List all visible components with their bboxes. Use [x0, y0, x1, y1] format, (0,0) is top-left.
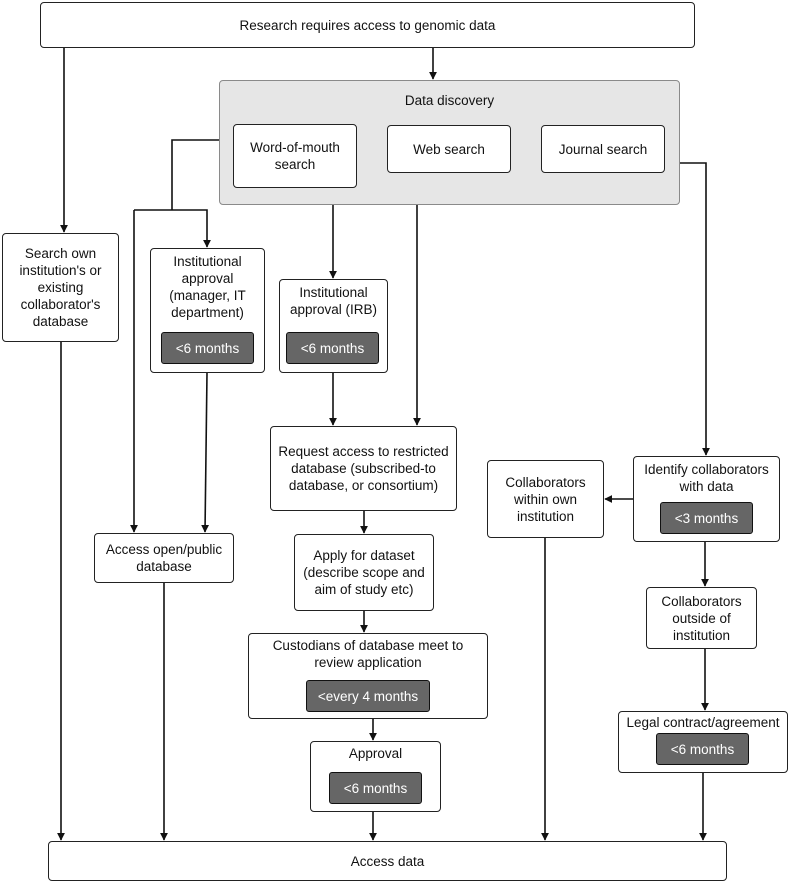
arrow-discovery-branch-left: [171, 139, 219, 210]
web-search-label: Web search: [413, 141, 485, 157]
web-search-node: Web search: [387, 125, 511, 173]
collaborators-outside-institution-node: Collaborators outside of institution: [646, 587, 757, 649]
custodians-review-node: Custodians of database meet to review ap…: [248, 633, 488, 719]
collaborators-outside-institution-label: Collaborators outside of institution: [661, 593, 742, 643]
arrow-inst-it-to-public: [201, 372, 210, 533]
institutional-approval-it-label: Institutional approval (manager, IT depa…: [169, 254, 246, 320]
approval-label: Approval: [348, 746, 403, 761]
access-data-label: Access data: [350, 853, 425, 869]
word-of-mouth-search-label: Word-of-mouth search: [250, 140, 340, 172]
search-own-database-label: Search own institution's or existing col…: [19, 246, 102, 329]
identify-collaborators-duration-badge: <3 months: [660, 502, 753, 534]
access-public-database-label: Access open/public database: [105, 542, 223, 574]
identify-collaborators-label: Identify collaborators with data: [644, 462, 769, 494]
research-needs-data-node: Research requires access to genomic data: [40, 2, 695, 48]
institutional-approval-irb-label: Institutional approval (IRB): [289, 285, 378, 317]
request-restricted-access-label: Request access to restricted database (s…: [278, 444, 449, 493]
request-restricted-access-node: Request access to restricted database (s…: [270, 426, 457, 511]
apply-for-dataset-label: Apply for dataset (describe scope and ai…: [303, 548, 425, 597]
data-discovery-title: Data discovery: [404, 93, 495, 108]
legal-contract-node: Legal contract/agreement: [618, 711, 788, 773]
access-data-node: Access data: [48, 841, 727, 881]
collaborators-within-institution-label: Collaborators within own institution: [505, 474, 586, 524]
apply-for-dataset-node: Apply for dataset (describe scope and ai…: [294, 534, 434, 611]
word-of-mouth-search-node: Word-of-mouth search: [233, 124, 357, 188]
access-public-database-node: Access open/public database: [94, 533, 234, 583]
collaborators-within-institution-node: Collaborators within own institution: [487, 460, 604, 538]
legal-contract-label: Legal contract/agreement: [626, 715, 780, 730]
search-own-database-node: Search own institution's or existing col…: [2, 233, 119, 342]
institutional-approval-irb-duration-badge: <6 months: [286, 332, 379, 364]
arrow-to-inst-approval-it: [134, 209, 211, 248]
legal-contract-duration-badge: <6 months: [656, 733, 749, 765]
journal-search-node: Journal search: [541, 125, 665, 173]
arrow-discovery-to-identify: [679, 162, 710, 456]
custodians-review-label: Custodians of database meet to review ap…: [272, 638, 464, 670]
research-needs-data-label: Research requires access to genomic data: [239, 17, 496, 33]
approval-duration-badge: <6 months: [329, 772, 422, 804]
custodians-review-duration-badge: <every 4 months: [306, 680, 430, 712]
institutional-approval-it-duration-badge: <6 months: [161, 332, 254, 364]
journal-search-label: Journal search: [558, 141, 648, 157]
